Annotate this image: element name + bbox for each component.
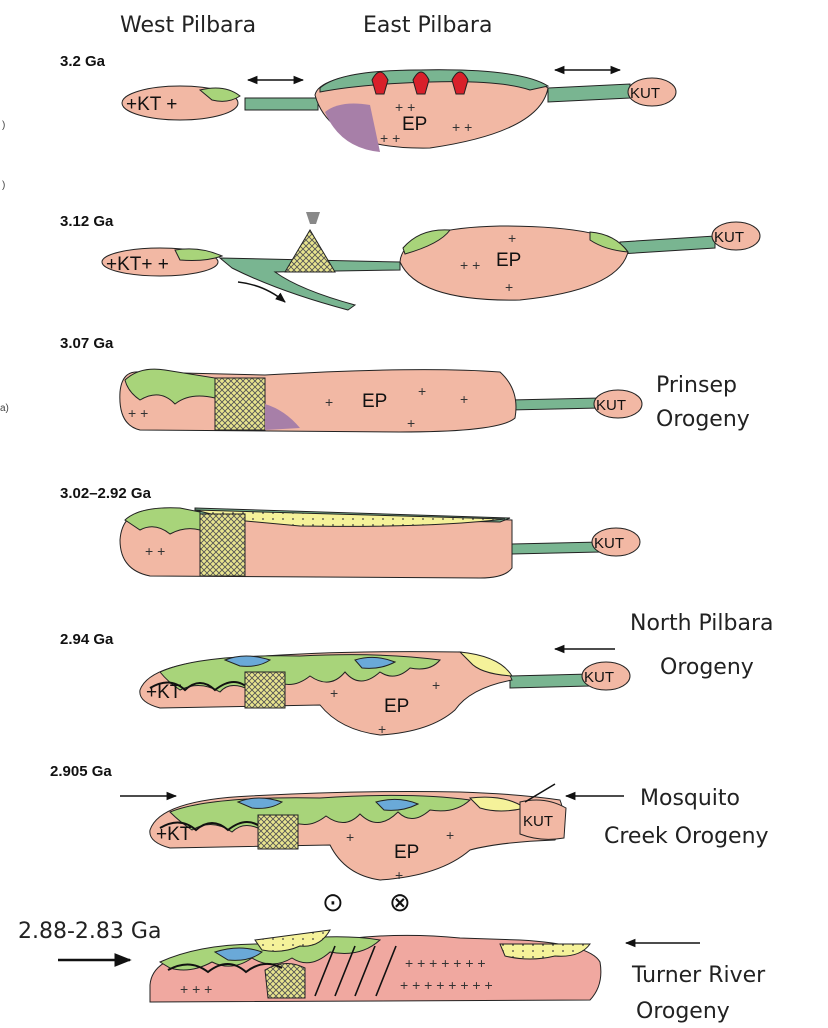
north-pilbara-orogeny-line1: North Pilbara [630,611,774,636]
ep-label: EP [394,842,419,863]
age-label: 2.94 Ga [60,631,114,648]
margin-mark-2: ) [2,180,5,191]
cross-marks: + + [460,257,480,273]
suture-zone [215,378,265,430]
age-label: 3.07 Ga [60,335,114,352]
stage-2-94-ga: 2.94 Ga +KT EP + + + KUT North Pilbara O… [60,611,774,737]
cross-marks: + + + + + + + [405,955,486,971]
suture-zone [200,514,245,576]
stage-2-905-ga: 2.905 Ga KUT +KT EP + + + Mosquito Creek… [50,763,769,883]
cross-marks: + [407,415,415,431]
stage-2-88-2-83-ga: 2.88-2.83 Ga + + + + + + + + + + + + + +… [18,888,766,1024]
kut-label: KUT [594,535,624,552]
age-label: 3.02–2.92 Ga [60,485,152,502]
out-of-page-icon: ⊙ [322,888,344,918]
margin-mark-3: a) [0,403,9,414]
suture-zone [258,815,298,849]
kut-label: KUT [630,85,660,102]
kut-label: KUT [584,669,614,686]
stage-3-07-ga: 3.07 Ga + + EP + + + + KUT Prinsep Oroge… [60,335,750,432]
mosquito-creek-orogeny-line1: Mosquito [640,786,740,811]
ocean-strip [510,398,600,410]
north-pilbara-orogeny-line2: Orogeny [660,655,754,680]
cross-marks: + [395,867,403,883]
kt-label: +KT [146,682,182,703]
cross-marks: + + [145,543,165,559]
cross-marks: + [378,721,386,737]
ep-label: EP [384,696,409,717]
cross-marks: + + + + + + + + [400,977,493,993]
cross-marks: + [446,827,454,843]
cross-marks: + [330,685,338,701]
stage-3-02-2-92-ga: 3.02–2.92 Ga + + KUT [60,485,640,578]
cross-marks: + [346,829,354,845]
ep-label: EP [402,114,427,135]
cross-marks: + + + [180,981,212,997]
kt-label: +KT [156,824,192,845]
cross-marks: + [418,383,426,399]
ep-label: EP [496,250,521,271]
cross-marks: + [460,391,468,407]
ocean-strip [548,84,630,102]
stage-3-2-ga: 3.2 Ga +KT + EP + + + + + + KUT [60,53,676,152]
cross-marks: + [508,230,516,246]
ep-label: EP [362,391,387,412]
ocean-strip [620,236,715,254]
cross-marks: + + [380,130,400,146]
age-label: 3.2 Ga [60,53,106,70]
age-label: 3.12 Ga [60,213,114,230]
header-east-pilbara: East Pilbara [363,13,492,38]
age-label: 2.905 Ga [50,763,112,780]
header-west-pilbara: West Pilbara [120,13,256,38]
into-page-icon: ⊗ [389,888,411,918]
suture-zone [265,963,305,998]
suture-zone [245,672,285,708]
cross-marks: + + [395,99,415,115]
prinsep-orogeny-line1: Prinsep [656,373,737,398]
cross-marks: + + [128,405,148,421]
margin-mark-1: ) [2,120,5,131]
cross-marks: + + [452,119,472,135]
kt-label: +KT + [126,94,177,115]
volcano-plume [306,212,320,224]
ocean-strip [245,98,318,110]
turner-river-orogeny-line1: Turner River [631,963,766,988]
prinsep-orogeny-line2: Orogeny [656,407,750,432]
turner-river-orogeny-line2: Orogeny [636,999,730,1024]
stage-3-12-ga: 3.12 Ga +KT+ + EP + + + + KUT [60,212,760,310]
age-label: 2.88-2.83 Ga [18,919,161,944]
mosquito-creek-orogeny-line2: Creek Orogeny [604,824,769,849]
arc-volcanics [285,230,335,272]
kt-label: +KT+ + [106,254,169,275]
cross-marks: + [432,677,440,693]
kut-label: KUT [714,229,744,246]
cross-marks: + [325,394,333,410]
cross-marks: + [505,279,513,295]
ocean-strip [512,542,600,554]
kut-label: KUT [523,813,553,830]
kut-label: KUT [596,397,626,414]
ocean-strip [510,674,590,688]
